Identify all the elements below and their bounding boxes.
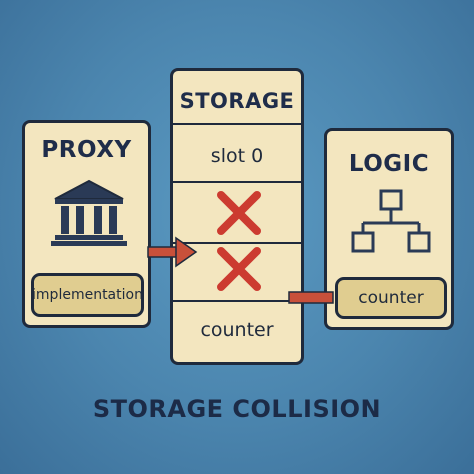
counter-field: counter <box>335 277 447 319</box>
proxy-card: PROXY implementation <box>22 120 151 328</box>
storage-slot-0: slot 0 <box>210 145 264 167</box>
hierarchy-icon <box>351 189 431 253</box>
counter-label: counter <box>358 288 424 308</box>
proxy-title: PROXY <box>41 137 132 163</box>
bank-icon <box>51 179 127 246</box>
logic-title: LOGIC <box>348 151 430 177</box>
storage-slot-counter: counter <box>200 319 274 341</box>
arrow-proxy-to-storage <box>147 236 198 268</box>
storage-divider <box>173 123 301 125</box>
implementation-label: implementation <box>32 287 143 303</box>
cross-mark-icon <box>217 247 261 291</box>
logic-card: LOGIC counter <box>324 128 454 330</box>
cross-mark-icon <box>217 191 261 235</box>
storage-divider <box>173 242 301 244</box>
storage-card: STORAGE slot 0 counter <box>170 68 304 365</box>
storage-divider <box>173 181 301 183</box>
storage-title: STORAGE <box>179 89 295 113</box>
storage-divider <box>173 300 301 302</box>
diagram-caption: STORAGE COLLISION <box>92 395 382 423</box>
implementation-field: implementation <box>31 273 144 317</box>
connector-logic-to-storage <box>288 291 334 304</box>
